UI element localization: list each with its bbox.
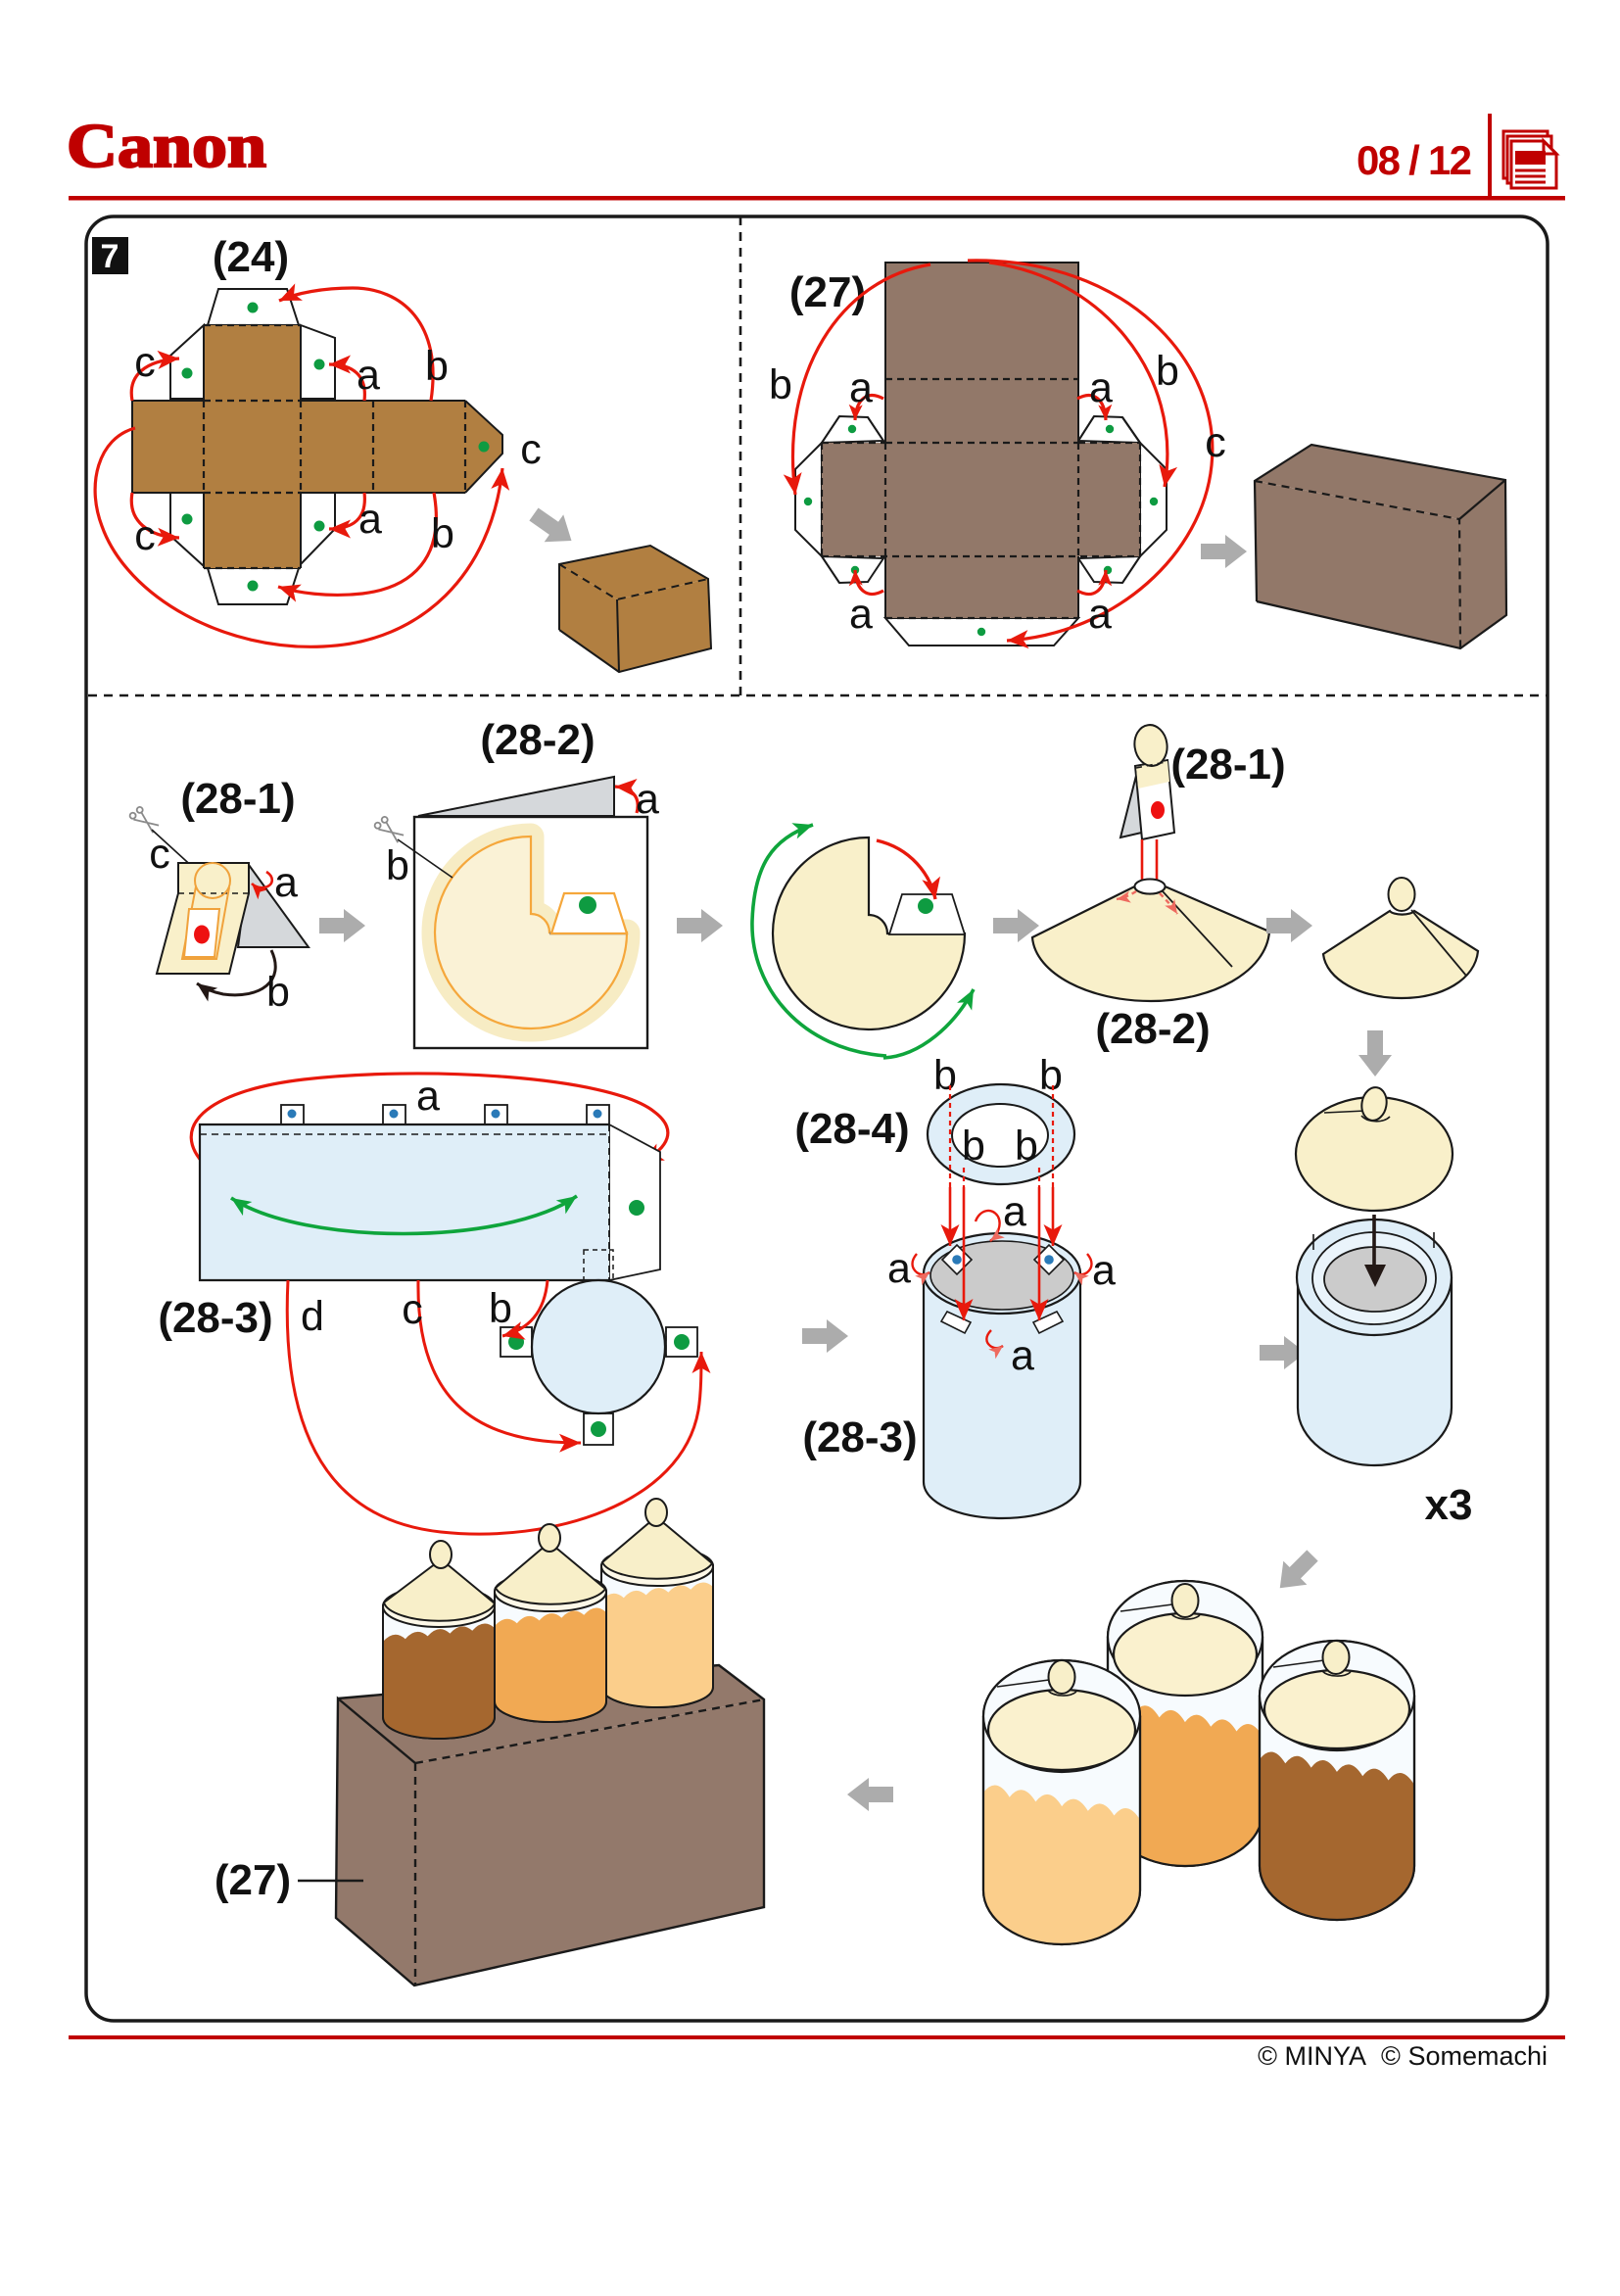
svg-text:(28-1): (28-1): [180, 775, 295, 823]
svg-text:b: b: [489, 1285, 512, 1332]
svg-text:(28-1): (28-1): [1170, 741, 1285, 789]
svg-text:b: b: [1015, 1123, 1038, 1170]
svg-text:(27): (27): [214, 1856, 291, 1904]
svg-text:(28-2): (28-2): [1095, 1005, 1210, 1053]
svg-text:c: c: [402, 1286, 423, 1333]
svg-text:a: a: [636, 776, 659, 823]
svg-text:b: b: [962, 1123, 985, 1170]
svg-text:x3: x3: [1425, 1481, 1473, 1529]
svg-text:c: c: [134, 512, 156, 559]
svg-text:a: a: [1011, 1332, 1034, 1379]
svg-text:(28-3): (28-3): [158, 1294, 272, 1342]
svg-text:08 / 12: 08 / 12: [1357, 137, 1472, 183]
svg-text:7: 7: [101, 238, 119, 275]
svg-text:a: a: [1088, 591, 1112, 638]
svg-text:a: a: [357, 352, 380, 399]
svg-text:Canon: Canon: [67, 111, 266, 180]
svg-text:b: b: [1156, 348, 1179, 395]
svg-text:(28-4): (28-4): [794, 1105, 909, 1153]
svg-text:a: a: [1003, 1188, 1026, 1235]
svg-text:b: b: [431, 510, 454, 557]
svg-text:(28-3): (28-3): [802, 1413, 917, 1461]
svg-text:a: a: [1092, 1247, 1116, 1294]
svg-text:c: c: [520, 426, 542, 473]
svg-text:© MINYA © Somemachi: © MINYA © Somemachi: [1258, 2041, 1548, 2071]
svg-text:d: d: [301, 1293, 324, 1340]
svg-text:b: b: [425, 343, 449, 390]
svg-text:c: c: [1205, 419, 1226, 466]
svg-text:b: b: [386, 842, 409, 889]
svg-text:a: a: [416, 1073, 440, 1120]
svg-text:a: a: [1089, 364, 1113, 411]
svg-text:a: a: [849, 364, 873, 411]
svg-text:b: b: [266, 969, 290, 1016]
svg-text:a: a: [887, 1245, 911, 1292]
svg-text:b: b: [1039, 1052, 1063, 1099]
svg-text:a: a: [849, 591, 873, 638]
svg-text:c: c: [149, 831, 170, 878]
svg-text:b: b: [933, 1052, 957, 1099]
svg-text:(28-2): (28-2): [480, 716, 595, 764]
svg-text:a: a: [274, 859, 298, 906]
svg-text:(27): (27): [789, 268, 866, 316]
svg-text:c: c: [134, 339, 156, 386]
svg-text:(24): (24): [213, 233, 289, 281]
svg-text:b: b: [769, 361, 792, 408]
svg-text:a: a: [358, 496, 382, 543]
